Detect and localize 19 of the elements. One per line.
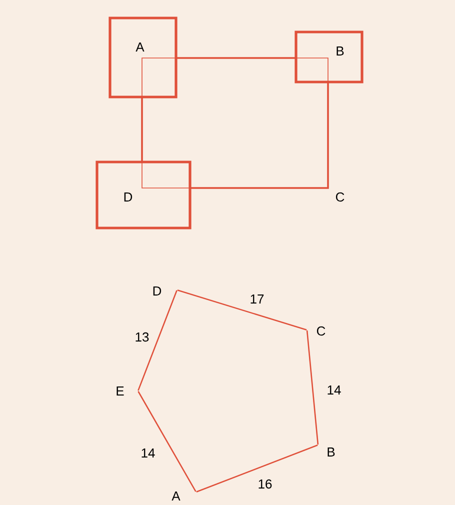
vertex-label: B xyxy=(328,448,335,456)
vertex-label: B xyxy=(336,46,344,56)
polygon-side xyxy=(306,330,319,445)
polygon-side xyxy=(177,290,307,330)
vertex-label: D xyxy=(124,192,132,202)
length-label: 16 xyxy=(258,479,272,489)
vertex-label: C xyxy=(316,326,326,336)
length-label: 14 xyxy=(328,386,341,394)
vertex-label: A xyxy=(136,42,144,52)
polygon-side xyxy=(196,444,318,492)
length-label: 13 xyxy=(136,332,149,342)
vertex-label: E xyxy=(116,386,124,396)
vertex-label: C xyxy=(336,192,344,202)
polygon-side xyxy=(138,290,178,391)
length-label: 17 xyxy=(250,294,264,304)
length-label: 14 xyxy=(142,448,155,458)
vertex-label: D xyxy=(153,286,162,296)
vertex-label: A xyxy=(172,492,180,500)
polygon-side xyxy=(138,391,196,492)
